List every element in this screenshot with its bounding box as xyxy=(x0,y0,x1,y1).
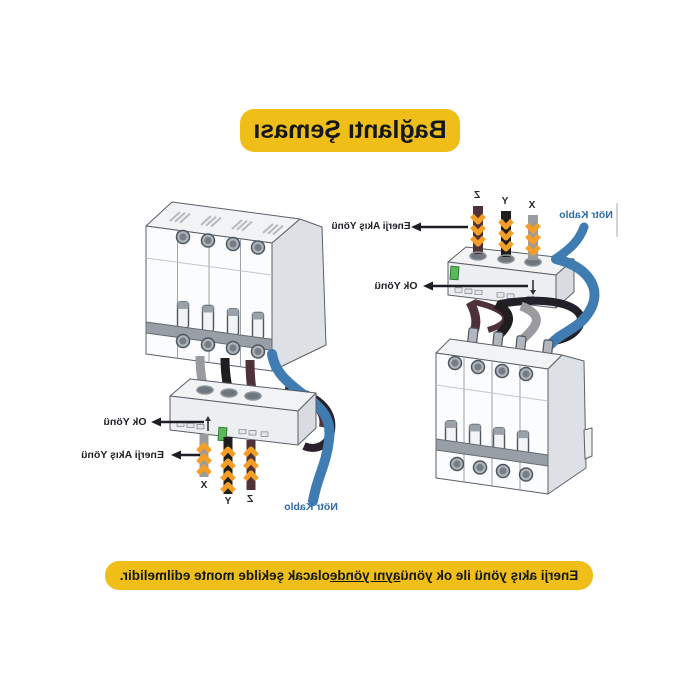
annotation-arrows-left xyxy=(151,417,204,460)
footer-text-after: olacak şekilde monte edilmelidir. xyxy=(119,568,330,583)
phase-label-x-left: X xyxy=(200,480,208,491)
flow-chevrons-up-icon xyxy=(196,442,259,493)
terminal-screws-top xyxy=(175,229,266,255)
phase-label-z-right: Z xyxy=(473,190,481,201)
circuit-breaker-left xyxy=(145,201,327,372)
phase-label-z-left: Z xyxy=(246,494,254,505)
label-notr-kablo-left: Nötr Kablo xyxy=(284,501,338,513)
flow-chevrons-down-icon xyxy=(470,213,541,256)
terminal-screws-top xyxy=(447,355,534,382)
footer-text-before: Enerji akış yönü ile ok yönü xyxy=(400,568,579,583)
terminal-markings xyxy=(176,421,269,437)
breaker-levers xyxy=(176,301,265,340)
diagram-left-graphic xyxy=(145,201,336,506)
circuit-breaker-right xyxy=(435,338,593,495)
wire-entry-holes xyxy=(197,386,261,400)
device-connector-green xyxy=(449,265,460,281)
terminal-screws-bottom xyxy=(449,456,534,482)
label-enerji-akis-yonu-right: Enerji Akış Yönü xyxy=(331,221,411,232)
annotation-arrows-right xyxy=(411,222,528,291)
phase-label-y-right: Y xyxy=(501,196,509,207)
title-text: Bağlantı Şeması xyxy=(253,116,447,144)
terminal-screws-bottom xyxy=(175,333,266,359)
neutral-wire-left xyxy=(267,349,335,506)
diagram-right-graphic xyxy=(411,203,618,495)
phase-label-x-right: X xyxy=(528,200,536,211)
title-banner: Bağlantı Şeması xyxy=(240,109,460,152)
printed-arrow-down-icon xyxy=(530,280,536,295)
neutral-wire-right-upper xyxy=(551,222,589,264)
metering-device-left xyxy=(169,378,317,446)
label-ok-yonu-right: Ok Yönü xyxy=(374,280,418,292)
neutral-wire-right-lower xyxy=(546,254,600,349)
footer-note: Enerji akış yönü ile ok yönü aynı yönde … xyxy=(105,561,593,590)
label-ok-yonu-left: Ok Yönü xyxy=(103,416,147,428)
phase-label-y-left: Y xyxy=(224,496,232,507)
printed-arrow-up-icon xyxy=(205,416,211,431)
label-notr-kablo-right: Nötr Kablo xyxy=(559,209,613,221)
vent-slots-icon xyxy=(169,211,284,236)
footer-text-underlined: aynı yönde xyxy=(329,568,401,583)
label-enerji-akis-yonu-left: Enerji Akış Yönü xyxy=(81,449,164,461)
